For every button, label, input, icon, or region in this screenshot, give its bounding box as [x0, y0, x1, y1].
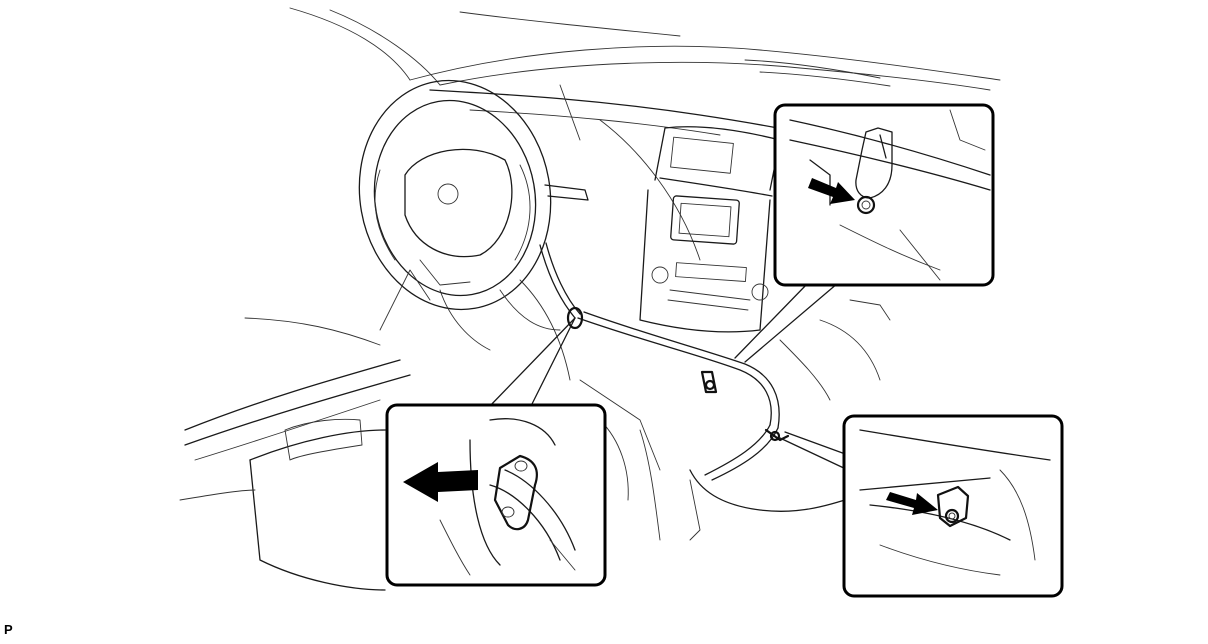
callout-upper-right: [773, 103, 995, 287]
arrow-right-icon: [886, 492, 938, 515]
seat-cushion: [179, 418, 386, 591]
windshield-outline: [289, 7, 1001, 91]
steering-wheel: [358, 79, 552, 311]
bolt-icon: [856, 195, 876, 215]
harness-clamps: [566, 306, 790, 442]
arrow-left-icon: [403, 462, 478, 502]
center-console: [639, 126, 781, 333]
arrow-right-icon: [808, 178, 855, 204]
callout-leader-lines: [487, 282, 849, 471]
steering-column: [439, 184, 589, 351]
callout-lower-left: [385, 403, 607, 587]
floor-tunnel: [519, 279, 891, 541]
figure-code: P: [4, 622, 14, 637]
door-sill: [184, 269, 431, 461]
bolt-icon: [944, 508, 960, 524]
callout-lower-right: [842, 414, 1064, 598]
wire-harness: [539, 242, 780, 481]
